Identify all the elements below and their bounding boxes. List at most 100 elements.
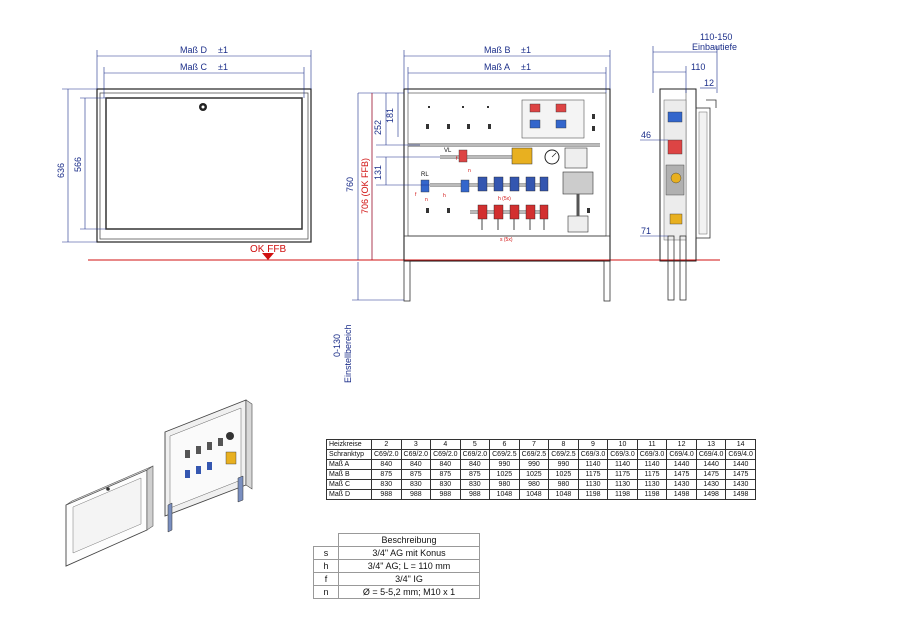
table-cell: 988	[371, 489, 402, 500]
dim-110: 110	[691, 62, 705, 72]
description-title: Beschreibung	[338, 533, 480, 547]
description-value: 3/4" IG	[338, 572, 480, 586]
dim-depth-range: 110-150	[700, 32, 732, 42]
spec-col-header: 4	[430, 439, 461, 450]
table-cell: 1048	[518, 489, 550, 500]
table-cell: 1430	[695, 479, 727, 490]
cabinet-spec-table: Heizkreise 2 3 4 5 6 7 8 9 10 11 12 13 1…	[326, 439, 756, 500]
table-cell: 875	[400, 469, 432, 480]
table-cell: 1140	[636, 459, 668, 470]
ok-ffb-label: OK FFB	[250, 244, 286, 255]
row-label: Maß A	[326, 459, 372, 470]
table-cell: 988	[430, 489, 461, 500]
annotation-f-rl: f	[415, 192, 417, 198]
table-cell: 1140	[607, 459, 638, 470]
table-cell: C69/2.0	[371, 449, 402, 460]
table-cell: 1175	[607, 469, 638, 480]
spec-col-header: 11	[636, 439, 668, 450]
table-cell: 875	[459, 469, 491, 480]
table-cell: 840	[400, 459, 432, 470]
dim-131: 131	[373, 165, 383, 180]
description-value: Ø = 5-5,2 mm; M10 x 1	[338, 585, 480, 599]
dim-mass-a: Maß A	[484, 62, 510, 72]
side-view-dimensions	[640, 46, 718, 237]
table-cell: 1025	[518, 469, 550, 480]
table-cell: 1430	[666, 479, 697, 490]
table-cell: 1475	[725, 469, 756, 480]
side-view	[659, 88, 717, 301]
table-cell: 1498	[695, 489, 727, 500]
spec-col-header: 10	[607, 439, 638, 450]
spec-col-header: 2	[371, 439, 402, 450]
table-cell: 1430	[725, 479, 756, 490]
dim-760: 760	[345, 177, 355, 192]
dim-mass-c: Maß C	[180, 62, 208, 72]
table-cell: 1198	[607, 489, 638, 500]
dim-706-ok-ffb: 706 (OK FFB)	[360, 158, 370, 214]
description-value: 3/4" AG; L = 110 mm	[338, 559, 480, 573]
dim-71: 71	[641, 226, 651, 236]
annotation-f-vl: f	[456, 156, 458, 162]
table-cell: 1475	[695, 469, 727, 480]
description-key: h	[313, 559, 339, 573]
table-cell: 830	[430, 479, 461, 490]
table-cell: 1440	[666, 459, 697, 470]
spec-header-label: Heizkreise	[326, 439, 372, 450]
table-cell: 990	[548, 459, 579, 470]
table-cell: 1175	[577, 469, 609, 480]
table-cell: 840	[371, 459, 402, 470]
table-row: h 3/4" AG; L = 110 mm	[313, 559, 480, 573]
table-cell: C69/2.5	[518, 449, 550, 460]
table-cell: 1475	[666, 469, 697, 480]
table-cell: C69/2.5	[489, 449, 520, 460]
row-label: Maß D	[326, 489, 372, 500]
table-cell: 1130	[577, 479, 609, 490]
table-cell: 988	[400, 489, 432, 500]
dim-mass-a-tolerance: ±1	[521, 62, 531, 72]
table-row: s 3/4" AG mit Konus	[313, 546, 480, 560]
table-cell: 1130	[636, 479, 668, 490]
table-cell: C69/2.0	[400, 449, 432, 460]
table-cell: C69/4.0	[666, 449, 697, 460]
row-label: Maß B	[326, 469, 372, 480]
table-cell: C69/3.0	[636, 449, 668, 460]
table-cell: C69/2.0	[459, 449, 491, 460]
annotation-s5x: s (5x)	[500, 237, 513, 243]
table-cell: 1498	[725, 489, 756, 500]
dim-mass-d: Maß D	[180, 45, 208, 55]
dim-setting-label: Einstellbereich	[343, 324, 353, 383]
row-label: Schranktyp	[326, 449, 372, 460]
table-cell: 830	[459, 479, 491, 490]
table-row: Maß A 840 840 840 840 990 990 990 1140 1…	[326, 459, 756, 470]
table-cell: C69/3.0	[577, 449, 609, 460]
isometric-view	[65, 399, 253, 567]
spec-col-header: 8	[548, 439, 579, 450]
spec-col-header: 12	[666, 439, 697, 450]
table-row: Schranktyp C69/2.0 C69/2.0 C69/2.0 C69/2…	[326, 449, 756, 460]
table-cell: 1498	[666, 489, 697, 500]
table-row: n Ø = 5-5,2 mm; M10 x 1	[313, 585, 480, 599]
row-label: Maß C	[326, 479, 372, 490]
table-cell: 1025	[548, 469, 579, 480]
dim-mass-c-tolerance: ±1	[218, 62, 228, 72]
spec-header-row: Heizkreise 2 3 4 5 6 7 8 9 10 11 12 13 1…	[326, 439, 756, 450]
table-cell: 1025	[489, 469, 520, 480]
table-cell: 1440	[695, 459, 727, 470]
table-cell: 840	[459, 459, 491, 470]
table-cell: 980	[489, 479, 520, 490]
table-cell: C69/2.5	[548, 449, 579, 460]
table-cell: 1198	[636, 489, 668, 500]
description-key: n	[313, 585, 339, 599]
table-row: f 3/4" IG	[313, 572, 480, 586]
annotation-h-rl: h	[443, 193, 446, 199]
dim-mass-b-tolerance: ±1	[521, 45, 531, 55]
dim-depth-label: Einbautiefe	[692, 42, 737, 52]
dim-252: 252	[373, 120, 383, 135]
label-vl: VL	[444, 148, 452, 154]
table-cell: 1440	[725, 459, 756, 470]
spec-col-header: 13	[695, 439, 727, 450]
front-view-closed	[96, 88, 312, 243]
open-view-dimensions	[352, 50, 611, 301]
